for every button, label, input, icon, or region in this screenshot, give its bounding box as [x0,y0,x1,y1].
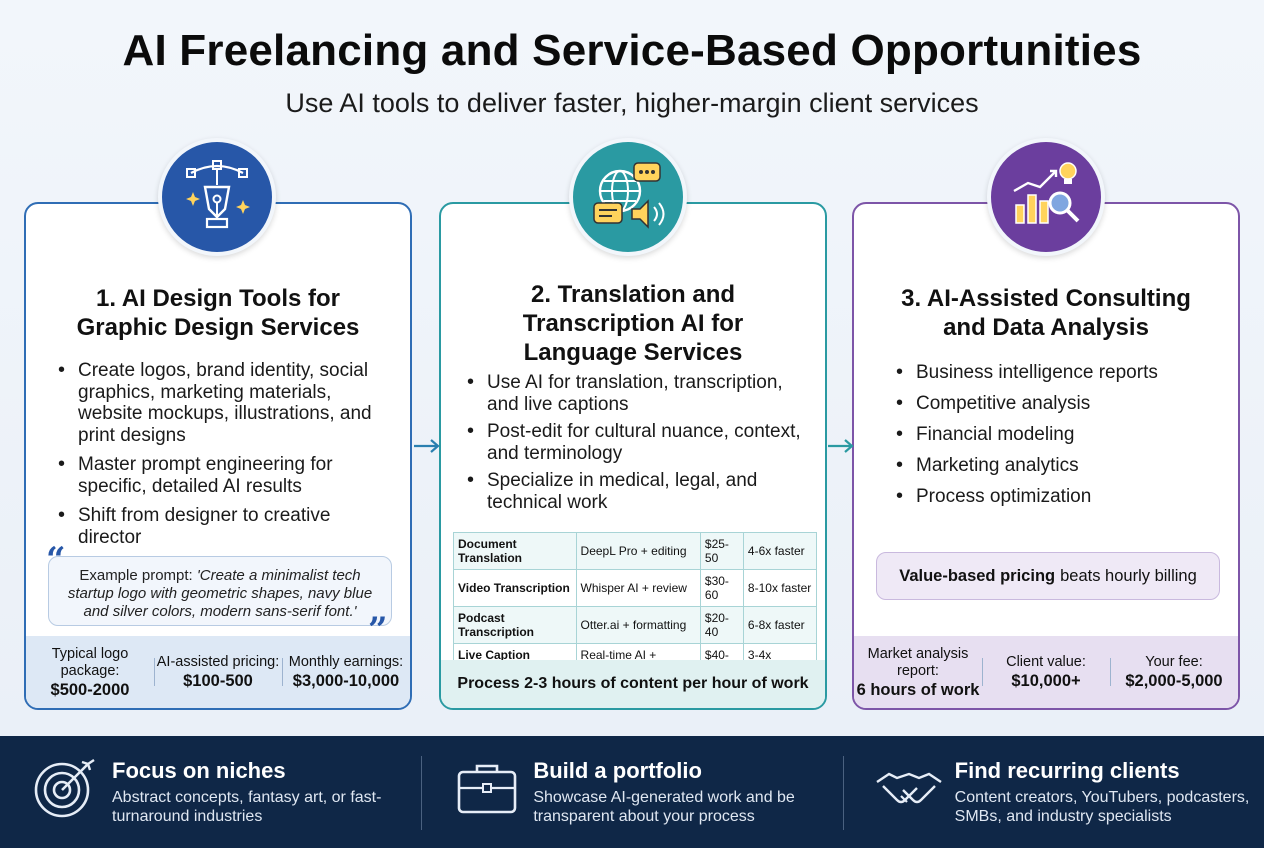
tip-text: Find recurring clients Content creators,… [955,756,1264,826]
card-footer-note: Process 2-3 hours of content per hour of… [441,660,825,708]
bullet-list: Use AI for translation, transcription, a… [465,372,815,519]
card-language-services: 2. Translation and Transcription AI for … [439,202,827,710]
table-cell: Video Transcription [453,569,577,607]
card-title-line: 1. AI Design Tools for [95,285,341,312]
pricing-rest: beats hourly billing [1060,566,1197,585]
page-subtitle: Use AI tools to deliver faster, higher-m… [285,88,979,118]
table-cell: DeepL Pro + editing [575,532,701,570]
stat-item: Typical logo package:$500-2000 [26,646,154,699]
table-row: Video Transcription Whisper AI + review … [453,569,818,607]
tips-band: Focus on niches Abstract concepts, fanta… [0,736,1264,848]
card-title-line: and Data Analysis [943,314,1149,341]
table-cell: Podcast Transcription [453,606,577,644]
tip-item: Find recurring clients Content creators,… [842,736,1264,848]
card-title-line: 2. Translation and [530,281,736,308]
stat-item: Your fee: $2,000-5,000 [1110,654,1238,690]
service-table: Document Translation DeepL Pro + editing… [453,532,818,681]
stat-label: Monthly earnings: [288,654,404,670]
list-item: Master prompt engineering for specific, … [56,454,396,497]
bullet-list: Business intelligence reports Competitiv… [894,362,1224,517]
card-title: 3. AI-Assisted Consulting and Data Analy… [854,284,1238,342]
stat-value: $10,000+ [1011,672,1081,690]
list-item: Post-edit for cultural nuance, context, … [465,421,815,464]
card-title-line: Language Services [523,339,743,366]
list-item: Competitive analysis [894,393,1224,415]
list-item: Specialize in medical, legal, and techni… [465,470,815,513]
stat-value: $3,000-10,000 [292,672,400,690]
stat-value: 6 hours of work [856,680,980,699]
tip-title: Build a portfolio [533,758,702,783]
analytics-icon [987,138,1105,256]
stat-item: Monthly earnings: $3,000-10,000 [282,654,410,690]
stat-value: $500-2000 [50,680,130,699]
table-cell: Document Translation [453,532,577,570]
arrow-right-icon [414,439,440,453]
table-cell: 8-10x faster [742,569,818,607]
stat-label: Market analysis report: [867,645,969,679]
stat-item: Market analysis report:6 hours of work [854,646,982,699]
pricing-bold: Value-based pricing [899,566,1056,585]
table-row: Podcast Transcription Otter.ai + formatt… [453,606,818,644]
list-item: Shift from designer to creative director [56,505,396,548]
pen-tool-icon [158,138,276,256]
example-prompt-box: Example prompt: 'Create a minimalist tec… [48,556,392,626]
tip-desc: Abstract concepts, fantasy art, or fast-… [112,789,382,825]
briefcase-icon [458,764,517,814]
tip-item: Focus on niches Abstract concepts, fanta… [0,736,421,848]
stats-bar: Typical logo package:$500-2000 AI-assist… [26,636,410,708]
table-cell: Otter.ai + formatting [575,606,701,644]
tip-title: Focus on niches [112,758,286,783]
list-item: Process optimization [894,486,1224,508]
table-cell: 4-6x faster [742,532,818,570]
card-title-line: Transcription AI for [522,310,744,337]
card-graphic-design: 1. AI Design Tools for Graphic Design Se… [24,202,412,710]
card-title: 2. Translation and Transcription AI for … [441,280,825,367]
card-consulting: 3. AI-Assisted Consulting and Data Analy… [852,202,1240,710]
stat-label: Typical logo package: [51,645,129,679]
tip-item: Build a portfolio Showcase AI-generated … [421,736,842,848]
prompt-text: 'Create a minimalist tech startup logo w… [67,567,373,620]
stat-item: Client value: $10,000+ [982,654,1110,690]
list-item: Business intelligence reports [894,362,1224,384]
card-title-line: 3. AI-Assisted Consulting [901,285,1191,312]
table-cell: Whisper AI + review [575,569,701,607]
bullet-list: Create logos, brand identity, social gra… [56,360,396,556]
list-item: Marketing analytics [894,455,1224,477]
handshake-icon [875,772,942,804]
arrow-right-icon [828,439,854,453]
list-item: Financial modeling [894,424,1224,446]
table-cell: $20-40 [699,606,744,644]
target-icon [34,759,95,818]
card-title: 1. AI Design Tools for Graphic Design Se… [26,284,410,342]
page-title: AI Freelancing and Service-Based Opportu… [122,26,1142,75]
tip-text: Build a portfolio Showcase AI-generated … [533,756,823,826]
list-item: Create logos, brand identity, social gra… [56,360,396,446]
table-cell: $30-60 [699,569,744,607]
table-cell: $25-50 [699,532,744,570]
tip-desc: Content creators, YouTubers, podcasters,… [954,789,1250,825]
stat-value: $100-500 [183,672,253,690]
tip-title: Find recurring clients [954,758,1180,783]
list-item: Use AI for translation, transcription, a… [465,372,815,415]
stats-bar: Market analysis report:6 hours of work C… [854,636,1238,708]
card-title-line: Graphic Design Services [76,314,360,341]
stat-item: AI-assisted pricing: $100-500 [154,654,282,690]
globe-chat-icon [569,138,687,256]
table-row: Document Translation DeepL Pro + editing… [453,532,818,570]
stat-label: Client value: [1006,654,1086,670]
stat-label: AI-assisted pricing: [156,654,280,670]
table-cell: 6-8x faster [742,606,818,644]
stat-value: $2,000-5,000 [1125,672,1223,690]
stat-label: Your fee: [1145,654,1203,670]
prompt-label: Example prompt: [79,567,197,584]
tip-desc: Showcase AI-generated work and be transp… [533,789,795,825]
quote-open-icon: “ [46,540,66,580]
tip-text: Focus on niches Abstract concepts, fanta… [112,756,382,826]
